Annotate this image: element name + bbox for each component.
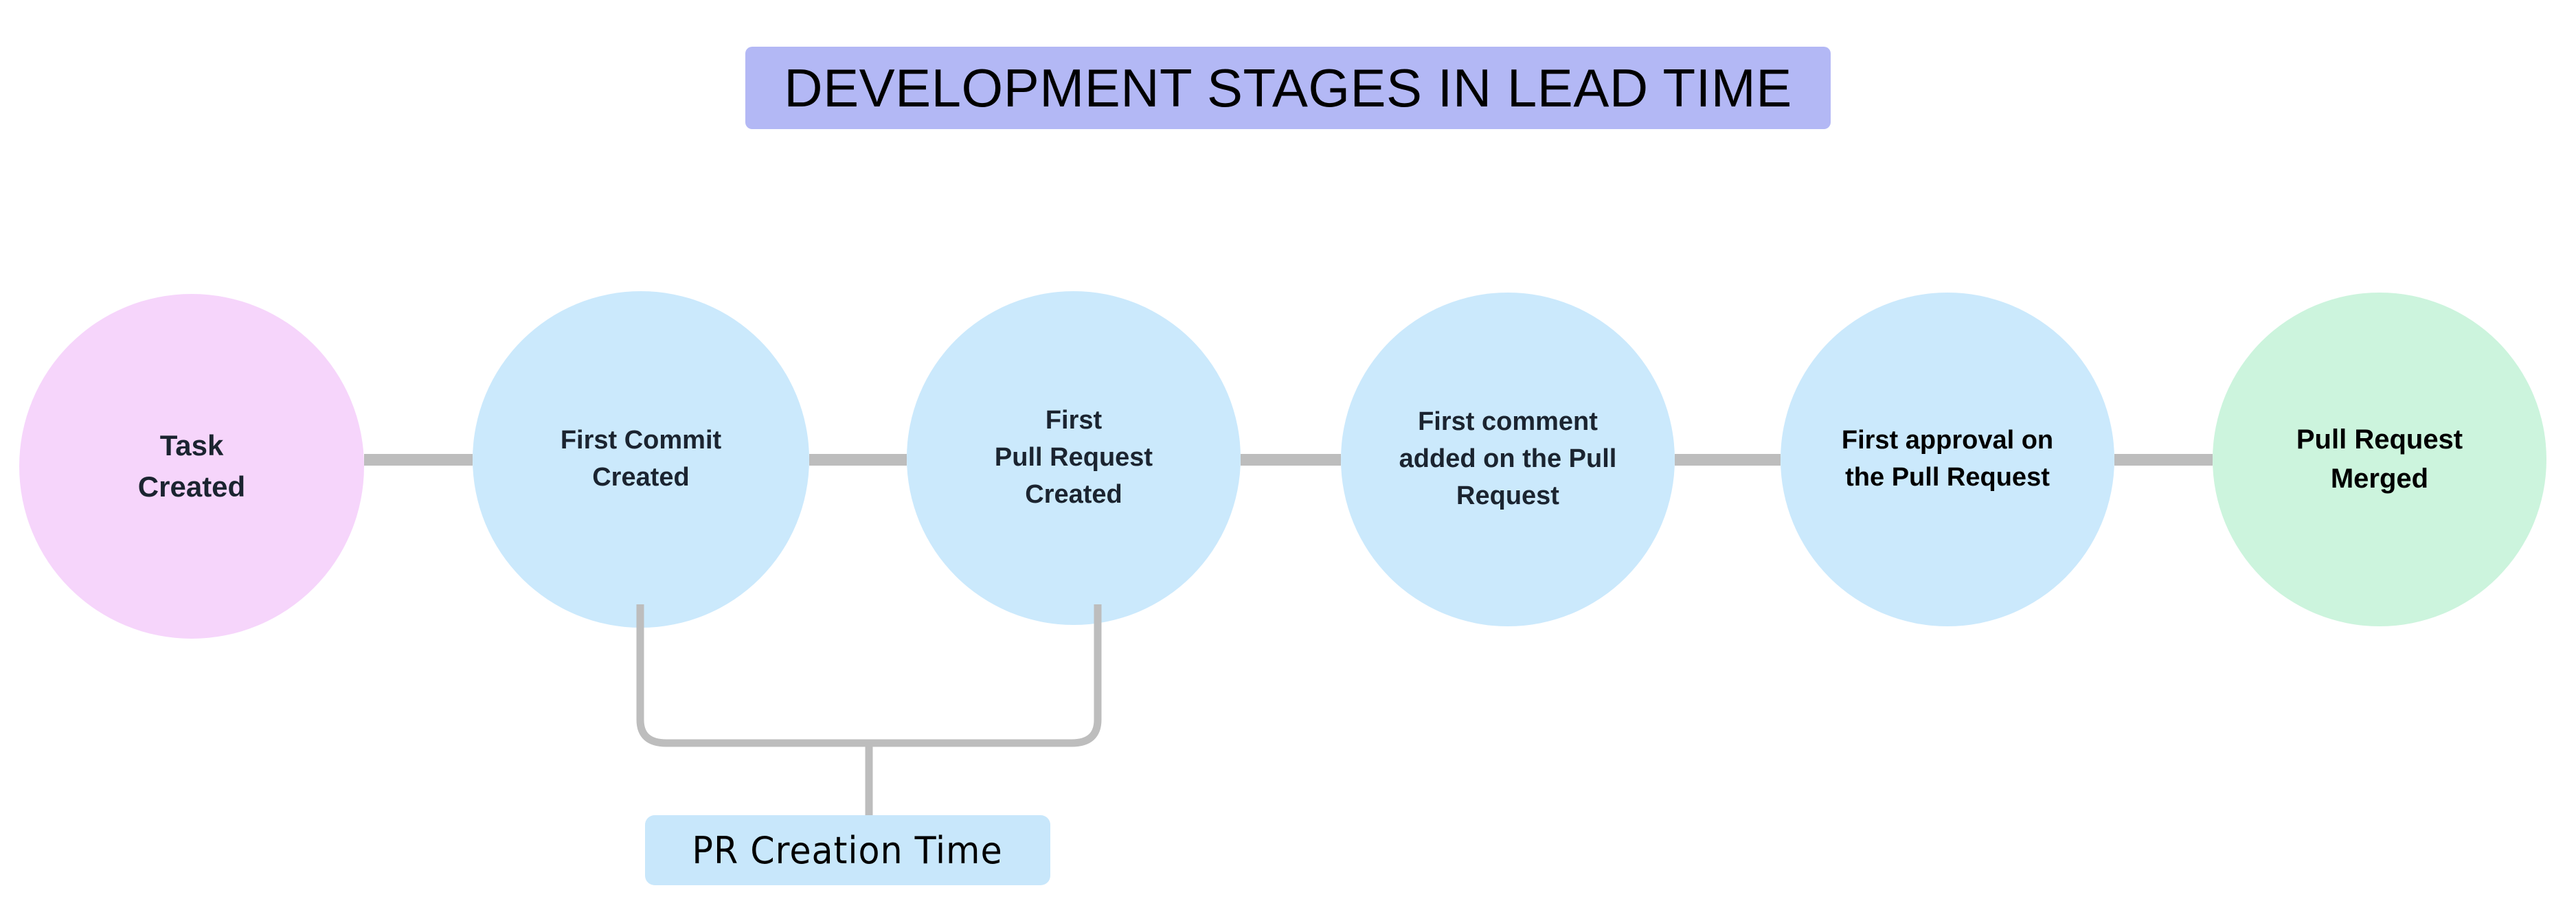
connector-commit-to-pr bbox=[809, 454, 907, 466]
stage-label-first-pull-request: First Pull Request Created bbox=[994, 406, 1153, 509]
connector-task-to-commit bbox=[364, 454, 473, 466]
measure-label-pr-creation-time: PR Creation Time bbox=[692, 828, 1004, 872]
stage-label-pull-request-merged: Pull Request Merged bbox=[2296, 424, 2463, 494]
connector-pr-to-comment bbox=[1241, 454, 1341, 466]
page-title: DEVELOPMENT STAGES IN LEAD TIME bbox=[784, 58, 1792, 118]
stage-node-first-pull-request[interactable]: First Pull Request Created bbox=[907, 291, 1241, 625]
stage-label-first-comment: First comment added on the Pull Request bbox=[1399, 407, 1617, 510]
stage-node-pull-request-merged[interactable]: Pull Request Merged bbox=[2213, 293, 2546, 626]
stage-node-first-comment[interactable]: First comment added on the Pull Request bbox=[1341, 293, 1675, 626]
stage-node-task-created[interactable]: Task Created bbox=[19, 294, 364, 639]
stage-node-first-commit[interactable]: First Commit Created bbox=[473, 291, 809, 628]
bracket-path bbox=[636, 604, 1102, 747]
diagram-title-box: DEVELOPMENT STAGES IN LEAD TIME bbox=[745, 47, 1831, 129]
connector-comment-to-approval bbox=[1675, 454, 1781, 466]
stage-label-first-approval: First approval on the Pull Request bbox=[1841, 426, 2054, 492]
measure-badge-pr-creation-time[interactable]: PR Creation Time bbox=[645, 815, 1050, 885]
pr-creation-time-bracket bbox=[636, 604, 1102, 817]
stage-label-task-created: Task Created bbox=[137, 429, 246, 503]
stage-node-first-approval[interactable]: First approval on the Pull Request bbox=[1781, 293, 2114, 626]
connector-approval-to-merged bbox=[2114, 454, 2213, 466]
stage-label-first-commit: First Commit Created bbox=[560, 426, 722, 492]
